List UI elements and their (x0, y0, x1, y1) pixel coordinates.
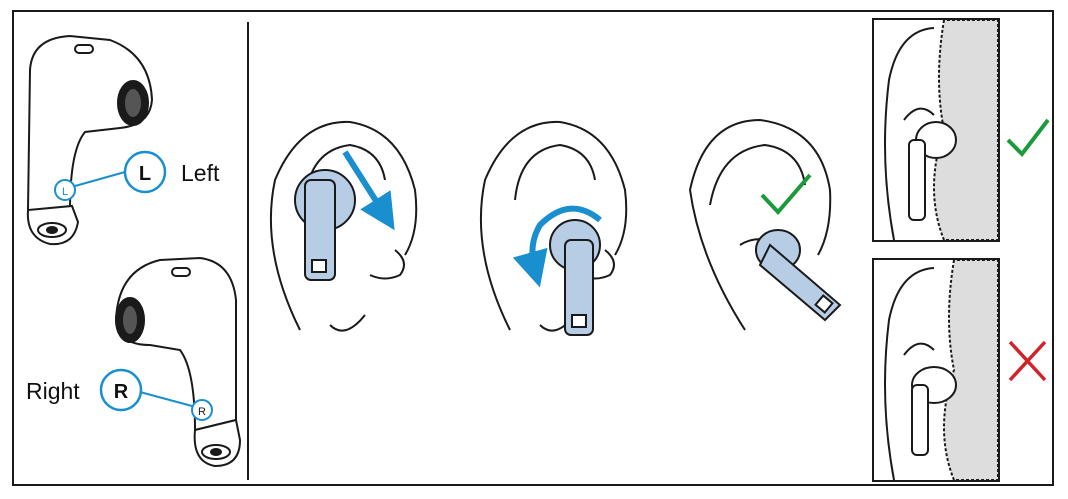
earbud (755, 229, 842, 322)
left-sensor-letter: L (62, 186, 68, 198)
earbud (294, 169, 356, 281)
earbud (908, 121, 957, 221)
incorrect-fit-drawing (884, 260, 998, 480)
step-3-fit (688, 118, 842, 331)
panel-divider (247, 22, 249, 480)
right-sensor-letter: R (198, 406, 206, 418)
checkmark-icon (1006, 118, 1050, 158)
right-letter-badge: R (114, 381, 129, 403)
left-earbud-illustration (26, 34, 154, 246)
diagram-frame (12, 10, 1054, 486)
right-label: Right (26, 378, 80, 404)
left-sensor-marker (54, 150, 167, 201)
checkmark-icon (760, 173, 812, 215)
incorrect-fit-example (872, 258, 1000, 482)
step-1-insert (269, 120, 418, 332)
correct-fit-drawing (884, 20, 998, 240)
left-letter-badge: L (139, 163, 151, 185)
insert-arrow-icon (342, 150, 395, 231)
left-label: Left (181, 160, 220, 186)
correct-fit-example (872, 18, 1000, 242)
earbud (549, 219, 601, 336)
step-2-rotate (479, 120, 628, 336)
rotate-arrow-icon (512, 205, 602, 288)
right-earbud-illustration (114, 256, 242, 468)
right-sensor-marker (99, 368, 213, 421)
earbud (911, 366, 957, 456)
cross-icon (1008, 340, 1047, 382)
